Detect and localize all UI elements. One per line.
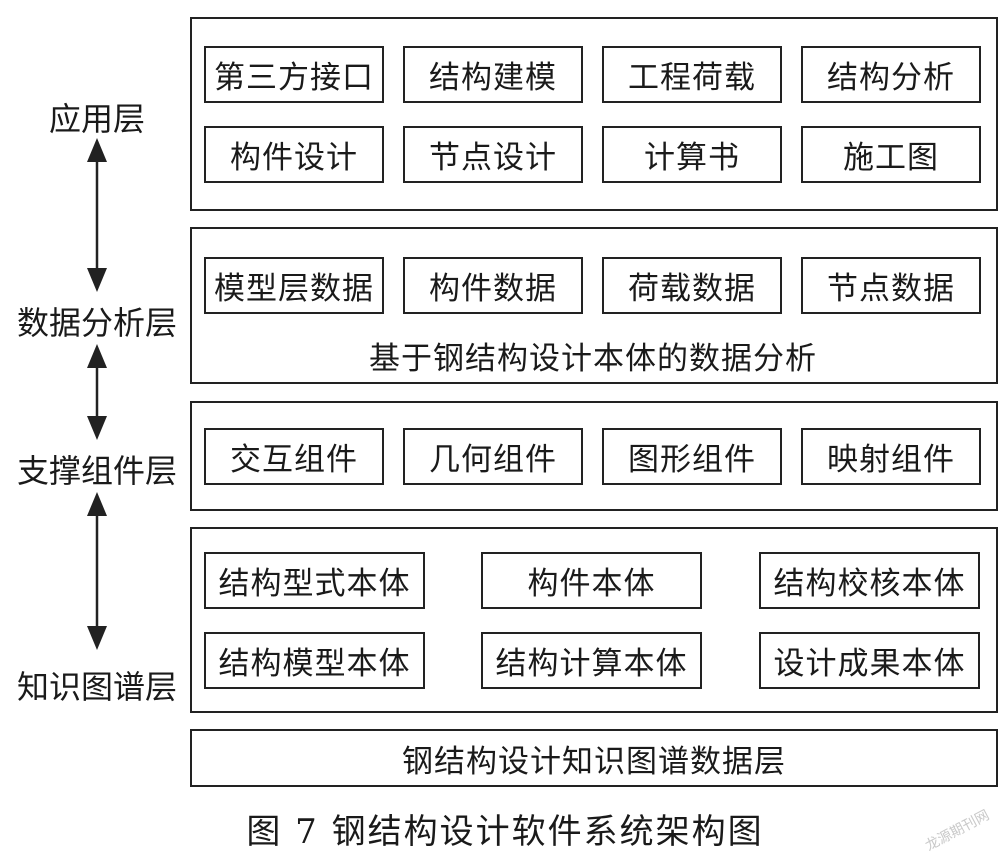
component-mapping: 映射组件 bbox=[801, 428, 981, 485]
component-interaction: 交互组件 bbox=[204, 428, 384, 485]
arrow-application-data-analysis bbox=[87, 138, 107, 292]
data-member: 构件数据 bbox=[403, 257, 583, 314]
layer-label-data-analysis: 数据分析层 bbox=[16, 304, 178, 342]
data-joint: 节点数据 bbox=[801, 257, 981, 314]
data-model-layer: 模型层数据 bbox=[204, 257, 384, 314]
layer-label-support-components: 支撑组件层 bbox=[16, 452, 178, 490]
arrow-support-knowledge-graph bbox=[87, 492, 107, 650]
component-geometry: 几何组件 bbox=[403, 428, 583, 485]
app-construction-drawing: 施工图 bbox=[801, 126, 981, 183]
knowledge-graph-data-layer: 钢结构设计知识图谱数据层 bbox=[190, 729, 998, 787]
layer-label-application: 应用层 bbox=[48, 100, 146, 138]
ontology-design-result: 设计成果本体 bbox=[759, 632, 980, 689]
layer-label-knowledge-graph: 知识图谱层 bbox=[16, 668, 178, 706]
app-structural-modeling: 结构建模 bbox=[403, 46, 583, 103]
ontology-structural-calculation: 结构计算本体 bbox=[481, 632, 702, 689]
app-structural-analysis: 结构分析 bbox=[801, 46, 981, 103]
ontology-structural-model: 结构模型本体 bbox=[204, 632, 425, 689]
app-calculation-book: 计算书 bbox=[602, 126, 782, 183]
ontology-structural-check: 结构校核本体 bbox=[759, 552, 980, 609]
app-member-design: 构件设计 bbox=[204, 126, 384, 183]
figure-caption: 图 7 钢结构设计软件系统架构图 bbox=[246, 812, 764, 852]
app-joint-design: 节点设计 bbox=[403, 126, 583, 183]
app-third-party-interface: 第三方接口 bbox=[204, 46, 384, 103]
app-engineering-load: 工程荷载 bbox=[602, 46, 782, 103]
data-load: 荷载数据 bbox=[602, 257, 782, 314]
data-analysis-caption: 基于钢结构设计本体的数据分析 bbox=[369, 341, 817, 377]
ontology-member: 构件本体 bbox=[481, 552, 702, 609]
ontology-structural-form: 结构型式本体 bbox=[204, 552, 425, 609]
arrow-data-analysis-support bbox=[87, 344, 107, 440]
component-graphics: 图形组件 bbox=[602, 428, 782, 485]
